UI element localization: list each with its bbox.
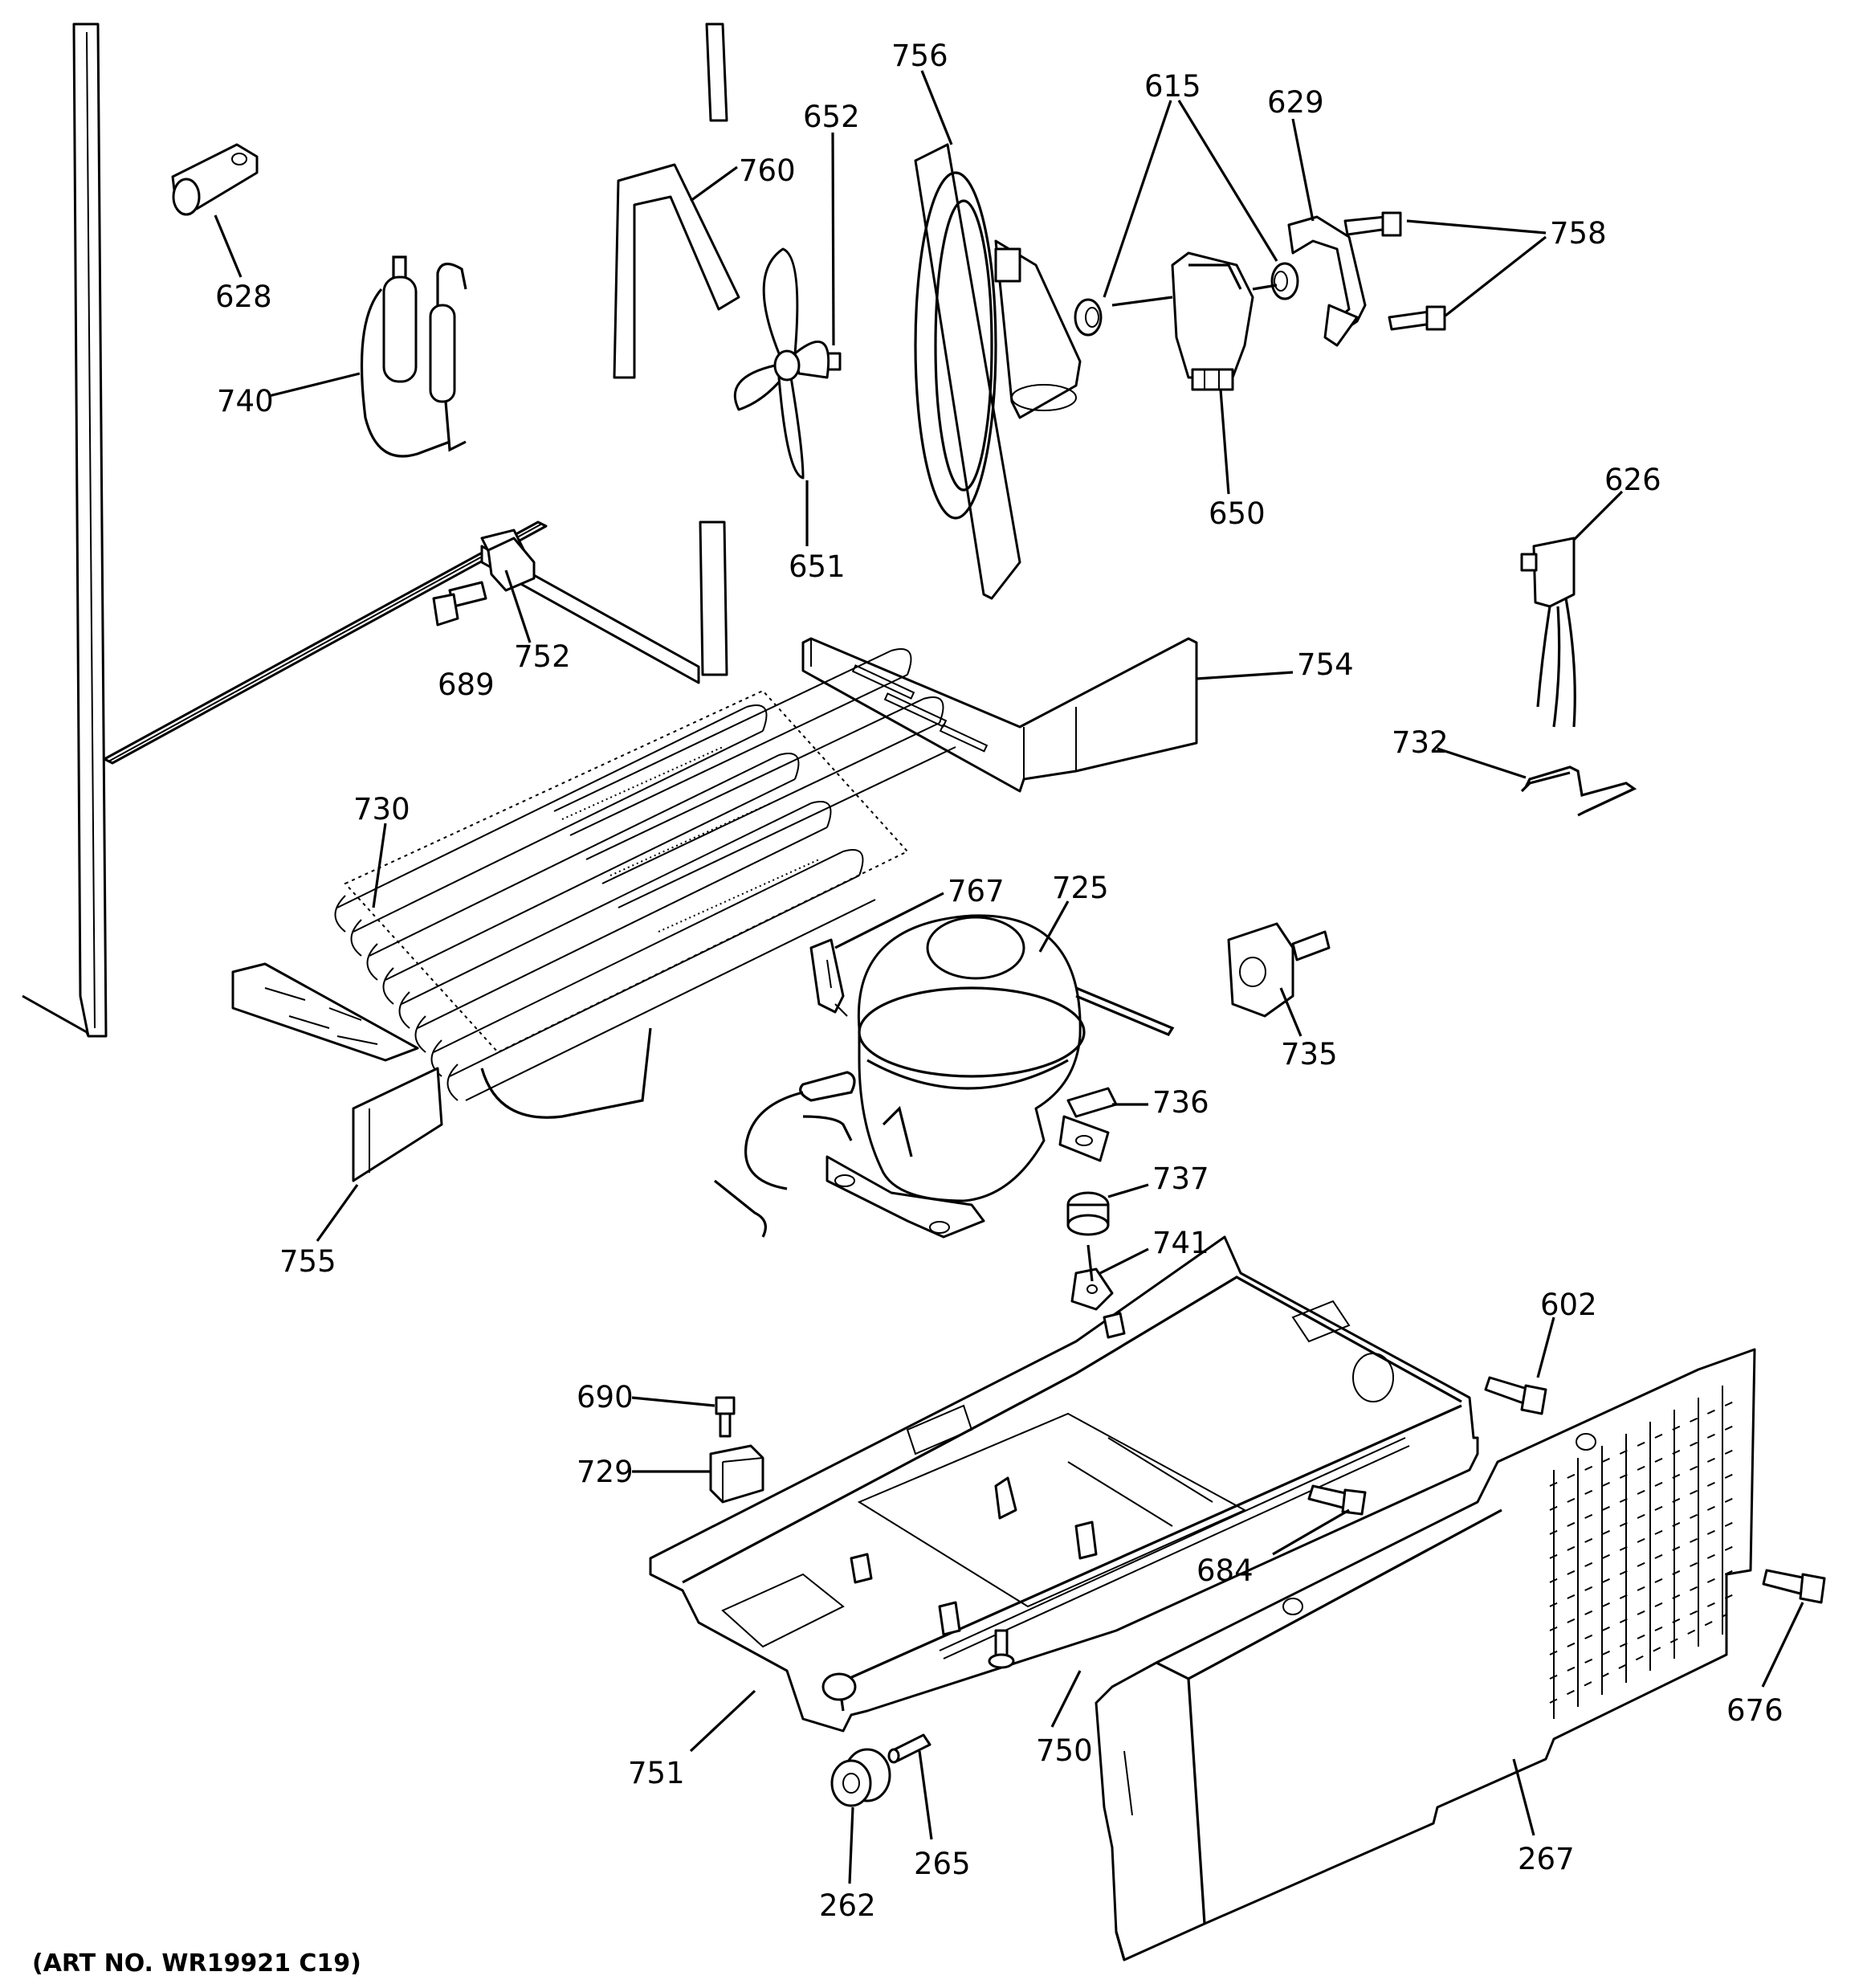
part-752-label: 752 [514,639,571,674]
part-754-label: 754 [1297,647,1354,682]
part-689-label: 689 [438,667,495,702]
overload-icon [1227,922,1331,1018]
grommet-icon [1074,262,1299,337]
support-icon [487,537,536,592]
part-629-label: 629 [1267,85,1324,120]
bolt-icon [432,581,487,627]
cabinet-frame [22,22,728,1038]
part-729-label: 729 [577,1455,634,1489]
part-651-label: 651 [789,549,846,584]
part-756-label: 756 [891,39,948,73]
fan-motor-icon [1111,251,1278,391]
screw-icon [1484,1376,1547,1415]
screw-icon [1762,1569,1826,1604]
fan-shroud-icon [914,143,1082,600]
part-652-label: 652 [803,100,860,134]
part-730-label: 730 [353,792,410,827]
part-690-label: 690 [577,1380,634,1414]
clip-icon [809,938,848,1017]
part-737-label: 737 [1152,1161,1209,1196]
screw-icon [715,1396,736,1438]
compressor-icon [714,914,1175,1239]
condenser-icon [334,648,956,1119]
screw-icon [1307,1484,1367,1516]
axle-icon [887,1733,932,1764]
part-650-label: 650 [1209,496,1266,531]
wire-clip-icon [1520,765,1637,817]
baffle-icon [801,637,1198,793]
art-number-footer: (ART NO. WR19921 C19) [32,1949,361,1978]
part-262-label: 262 [819,1888,876,1923]
part-labels: 628 740 760 652 651 756 615 650 629 758 … [215,39,1784,1923]
part-628-label: 628 [215,280,272,314]
pin-icon [988,1629,1015,1669]
part-676-label: 676 [1726,1693,1784,1728]
wire-harness-icon [1520,537,1576,728]
drier-icon [360,255,467,458]
part-265-label: 265 [914,1847,971,1881]
grille-icon [1095,1348,1756,1961]
capacitor-icon [709,1444,764,1504]
part-615-label: 615 [1144,69,1201,104]
part-740-label: 740 [217,384,274,418]
part-725-label: 725 [1052,871,1109,905]
roller-icon [830,1748,891,1807]
baffle-icon [231,962,443,1182]
leader-lines [214,70,1804,1884]
part-760-label: 760 [739,153,796,188]
part-750-label: 750 [1036,1733,1093,1768]
part-602-label: 602 [1540,1288,1597,1322]
part-732-label: 732 [1392,725,1449,760]
part-767-label: 767 [948,874,1005,908]
part-755-label: 755 [279,1244,336,1279]
clip-icon [1066,1087,1118,1118]
part-735-label: 735 [1281,1037,1338,1072]
part-758-label: 758 [1550,216,1607,251]
part-751-label: 751 [628,1756,685,1790]
part-626-label: 626 [1604,463,1661,497]
part-741-label: 741 [1152,1226,1209,1260]
grommet-icon [1066,1191,1110,1236]
fan-blade-icon [733,247,830,480]
motor-bracket-icon [1287,215,1367,347]
cable-clamp-icon [171,143,259,216]
mount-stud-icon [1070,1244,1114,1311]
bracket-icon [613,163,740,379]
screw-icon [1343,211,1446,331]
part-267-label: 267 [1518,1842,1575,1876]
base-pan-icon [649,1235,1479,1733]
part-684-label: 684 [1196,1553,1254,1588]
part-736-label: 736 [1152,1085,1209,1120]
